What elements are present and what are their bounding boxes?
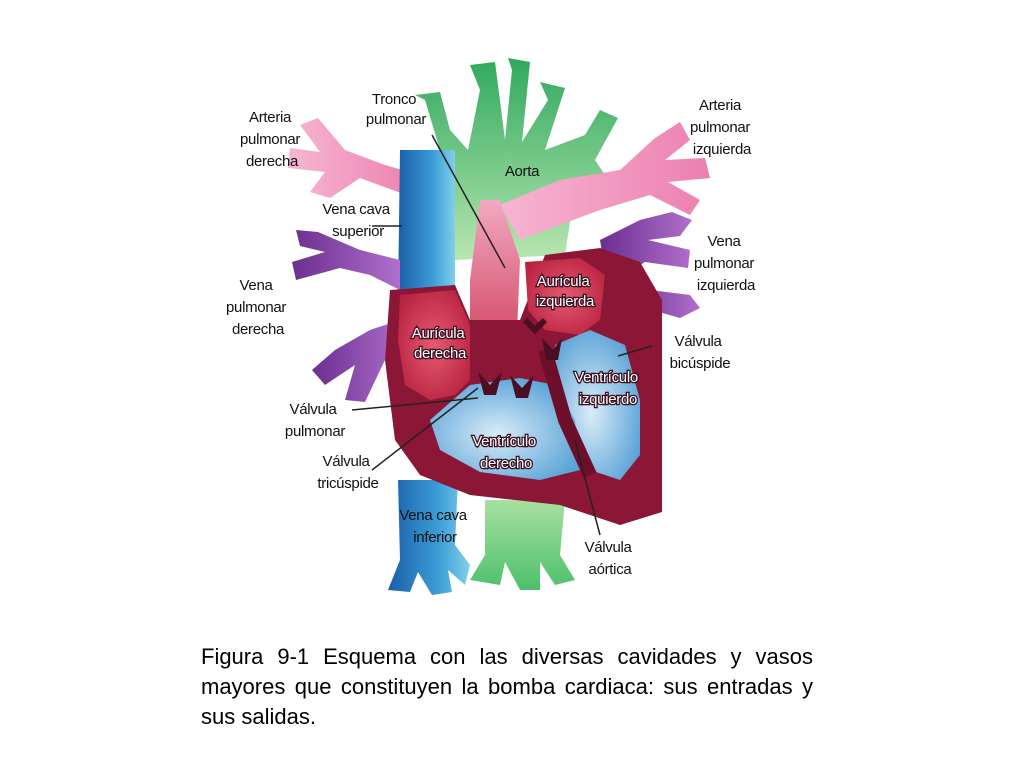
label-vena-pulmonar-derecha: Vena pulmonar derecha <box>226 277 290 338</box>
aortic-valve-shape <box>522 317 548 335</box>
right-atrium <box>398 290 470 400</box>
label-valvula-aortica: Válvula aórtica <box>585 539 636 578</box>
heart-diagram: Tronco pulmonar Arteria pulmonar derecha… <box>226 58 758 595</box>
label-auricula-derecha: Aurícula derecha <box>412 325 469 362</box>
pulmonary-valve-shape <box>510 375 534 398</box>
left-ventricle <box>552 330 640 480</box>
label-ventriculo-derecho: Ventrículo derecho <box>472 433 540 472</box>
label-aorta: Aorta <box>505 163 540 180</box>
vena-cava-vessel <box>388 150 470 595</box>
figure-caption: Figura 9-1 Esquema con las diversas cavi… <box>201 644 813 729</box>
label-valvula-tricuspide: Válvula tricúspide <box>317 453 378 492</box>
label-vena-cava-superior: Vena cava superior <box>322 201 393 240</box>
label-ventriculo-izquierdo: Ventrículo izquierdo <box>574 369 642 408</box>
right-ventricle <box>430 378 580 480</box>
label-vena-pulmonar-izquierda: Vena pulmonar izquierda <box>694 233 758 294</box>
left-atrium <box>525 258 605 335</box>
label-auricula-izquierda: Aurícula izquierda <box>536 273 595 310</box>
leader-lines <box>351 134 653 536</box>
label-arteria-pulmonar-derecha: Arteria pulmonar derecha <box>240 109 304 170</box>
label-valvula-bicuspide: Válvula bicúspide <box>670 333 731 372</box>
label-valvula-pulmonar: Válvula pulmonar <box>285 401 345 440</box>
label-tronco-pulmonar: Tronco pulmonar <box>366 91 426 128</box>
heart-body <box>385 248 662 525</box>
bicuspid-valve-shape <box>542 338 562 360</box>
label-arteria-pulmonar-izquierda: Arteria pulmonar izquierda <box>690 97 754 158</box>
tricuspid-valve-shape <box>478 372 502 395</box>
label-vena-cava-inferior: Vena cava inferior <box>399 507 470 546</box>
